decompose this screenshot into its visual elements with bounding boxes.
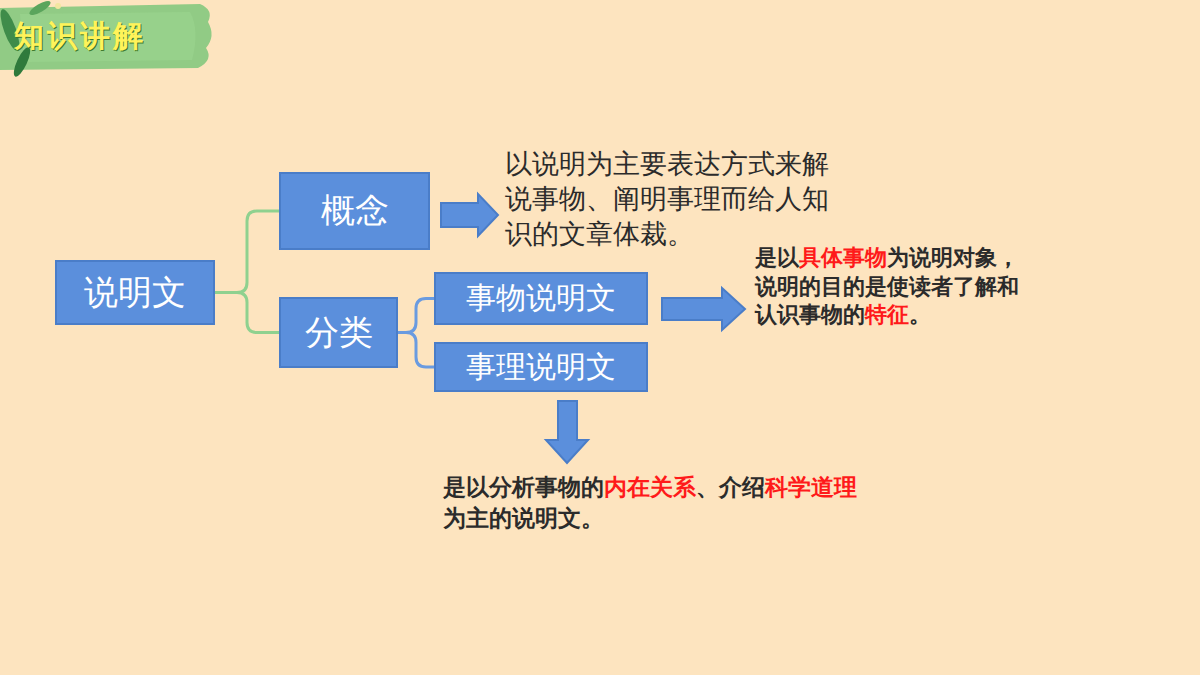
block-arrow [441,194,498,236]
box-label: 说明文 [84,270,186,316]
description-text: 以说明为主要表达方式来解说事物、阐明事理而给人知识的文章体裁。 [505,146,837,251]
bracket-connector [398,333,434,368]
concept-box: 概念 [279,172,430,250]
text-run: 是以分析事物的 [443,474,604,500]
flower-dot [55,3,61,9]
block-arrow [546,401,588,463]
concept-box: 事物说明文 [434,272,648,325]
box-label: 概念 [321,188,389,234]
text-run: 是以 [755,245,799,270]
key-term: 科学道理 [765,474,857,500]
concept-box: 说明文 [55,260,215,325]
block-arrow [662,288,745,330]
description-text: 是以具体事物为说明对象，说明的目的是使读者了解和认识事物的特征。 [755,244,1027,330]
text-run: 。 [909,302,931,327]
bracket-connector [215,293,279,333]
section-title: 知识讲解 [14,16,146,57]
text-run: 、介绍 [696,474,765,500]
text-run: 为主的说明文。 [443,505,604,531]
text-run: 以说明为主要表达方式来解说事物、阐明事理而给人知识的文章体裁。 [505,148,829,249]
concept-box: 事理说明文 [434,342,648,392]
key-term: 具体事物 [799,245,887,270]
key-term: 内在关系 [604,474,696,500]
concept-box: 分类 [279,297,398,368]
box-label: 事物说明文 [466,278,616,319]
leaf [28,0,53,17]
box-label: 事理说明文 [466,347,616,388]
description-text: 是以分析事物的内在关系、介绍科学道理为主的说明文。 [443,472,868,534]
key-term: 特征 [865,302,909,327]
box-label: 分类 [305,310,373,356]
bracket-connector [398,299,434,333]
bracket-connector [215,211,279,293]
